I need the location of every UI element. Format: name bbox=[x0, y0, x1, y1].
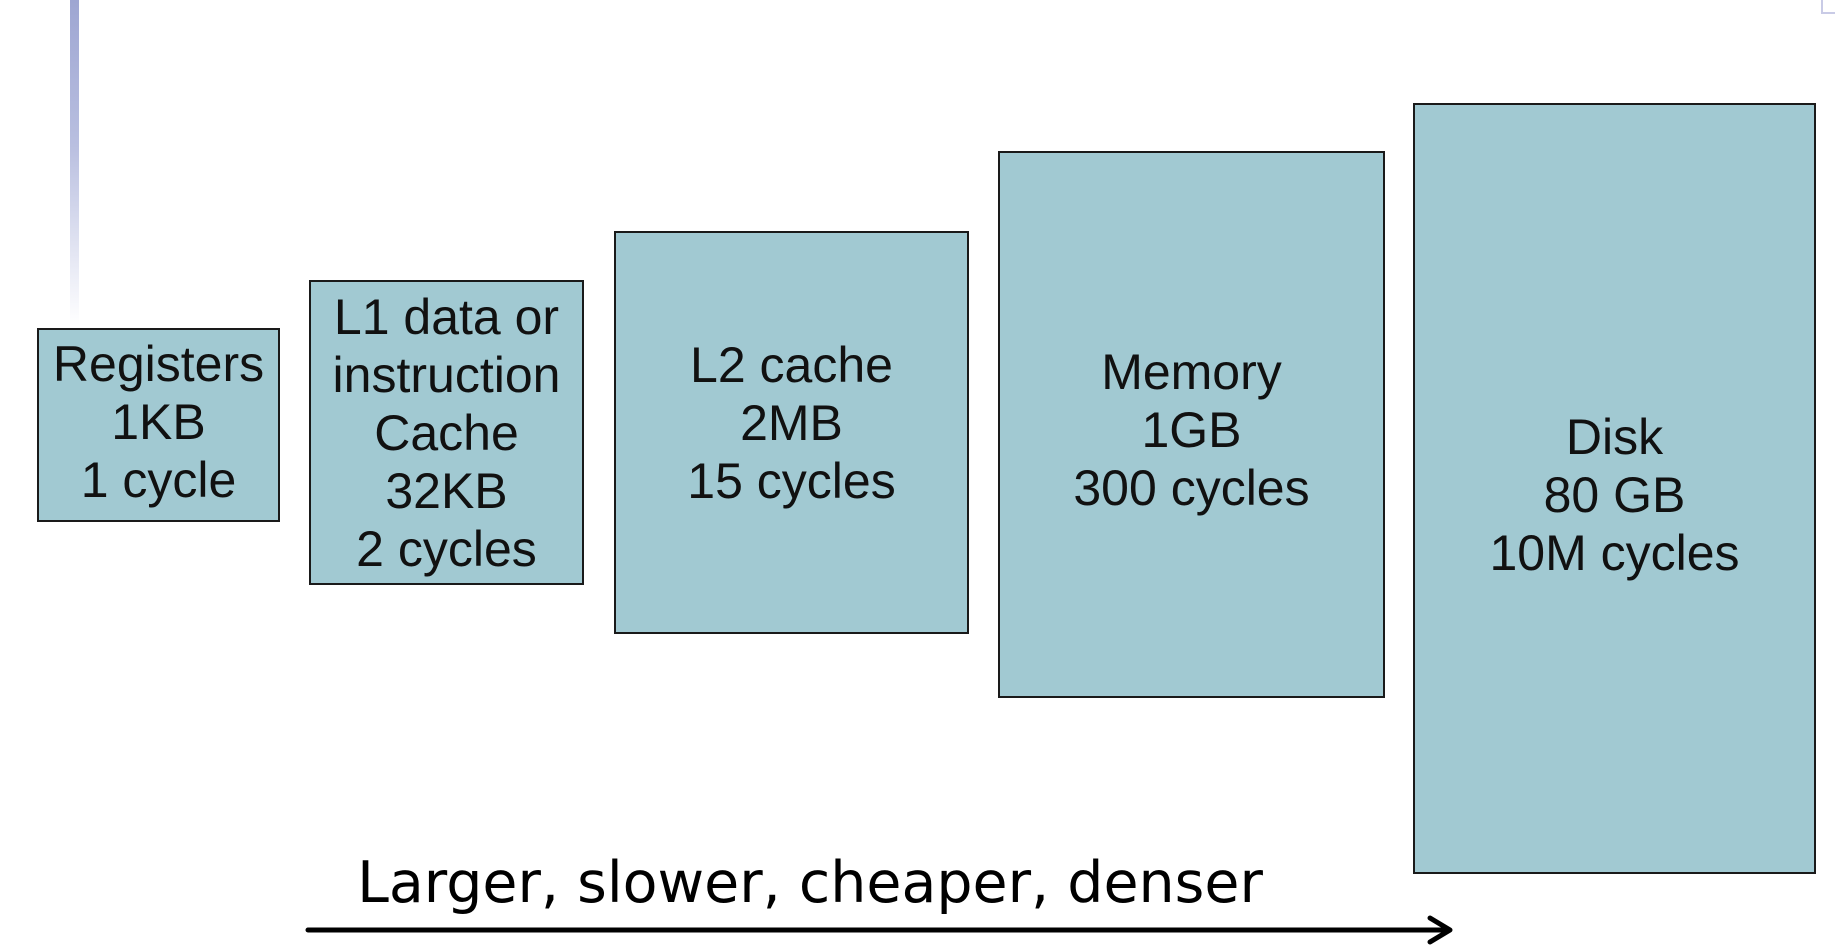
l1-label-line1: L1 data or bbox=[333, 288, 560, 345]
registers-size: 1KB bbox=[111, 394, 206, 450]
l2-latency: 15 cycles bbox=[687, 452, 896, 509]
l1-latency: 2 cycles bbox=[356, 520, 537, 577]
slide-accent-bar bbox=[70, 0, 79, 325]
right-arrow-icon bbox=[305, 915, 1453, 945]
l1-cache-box: L1 data or instruction Cache 32KB 2 cycl… bbox=[309, 280, 584, 585]
memory-label: Memory bbox=[1101, 344, 1282, 400]
memory-latency: 300 cycles bbox=[1073, 460, 1310, 516]
memory-box: Memory 1GB 300 cycles bbox=[998, 151, 1385, 698]
registers-box: Registers 1KB 1 cycle bbox=[37, 328, 280, 522]
l2-size: 2MB bbox=[740, 394, 843, 451]
l1-label-line3: Cache bbox=[374, 404, 519, 461]
registers-label: Registers bbox=[52, 336, 265, 392]
disk-size: 80 GB bbox=[1543, 467, 1686, 523]
disk-label: Disk bbox=[1565, 409, 1664, 465]
l2-label: L2 cache bbox=[690, 336, 893, 393]
disk-latency: 10M cycles bbox=[1489, 525, 1740, 581]
disk-box: Disk 80 GB 10M cycles bbox=[1413, 103, 1816, 874]
registers-latency: 1 cycle bbox=[80, 452, 237, 508]
hierarchy-caption: Larger, slower, cheaper, denser bbox=[357, 850, 1263, 916]
l1-label-line2: instruction bbox=[332, 346, 561, 403]
slide-corner-mark bbox=[1821, 0, 1835, 14]
l2-cache-box: L2 cache 2MB 15 cycles bbox=[614, 231, 969, 634]
memory-size: 1GB bbox=[1141, 402, 1242, 458]
l1-size: 32KB bbox=[385, 462, 508, 519]
